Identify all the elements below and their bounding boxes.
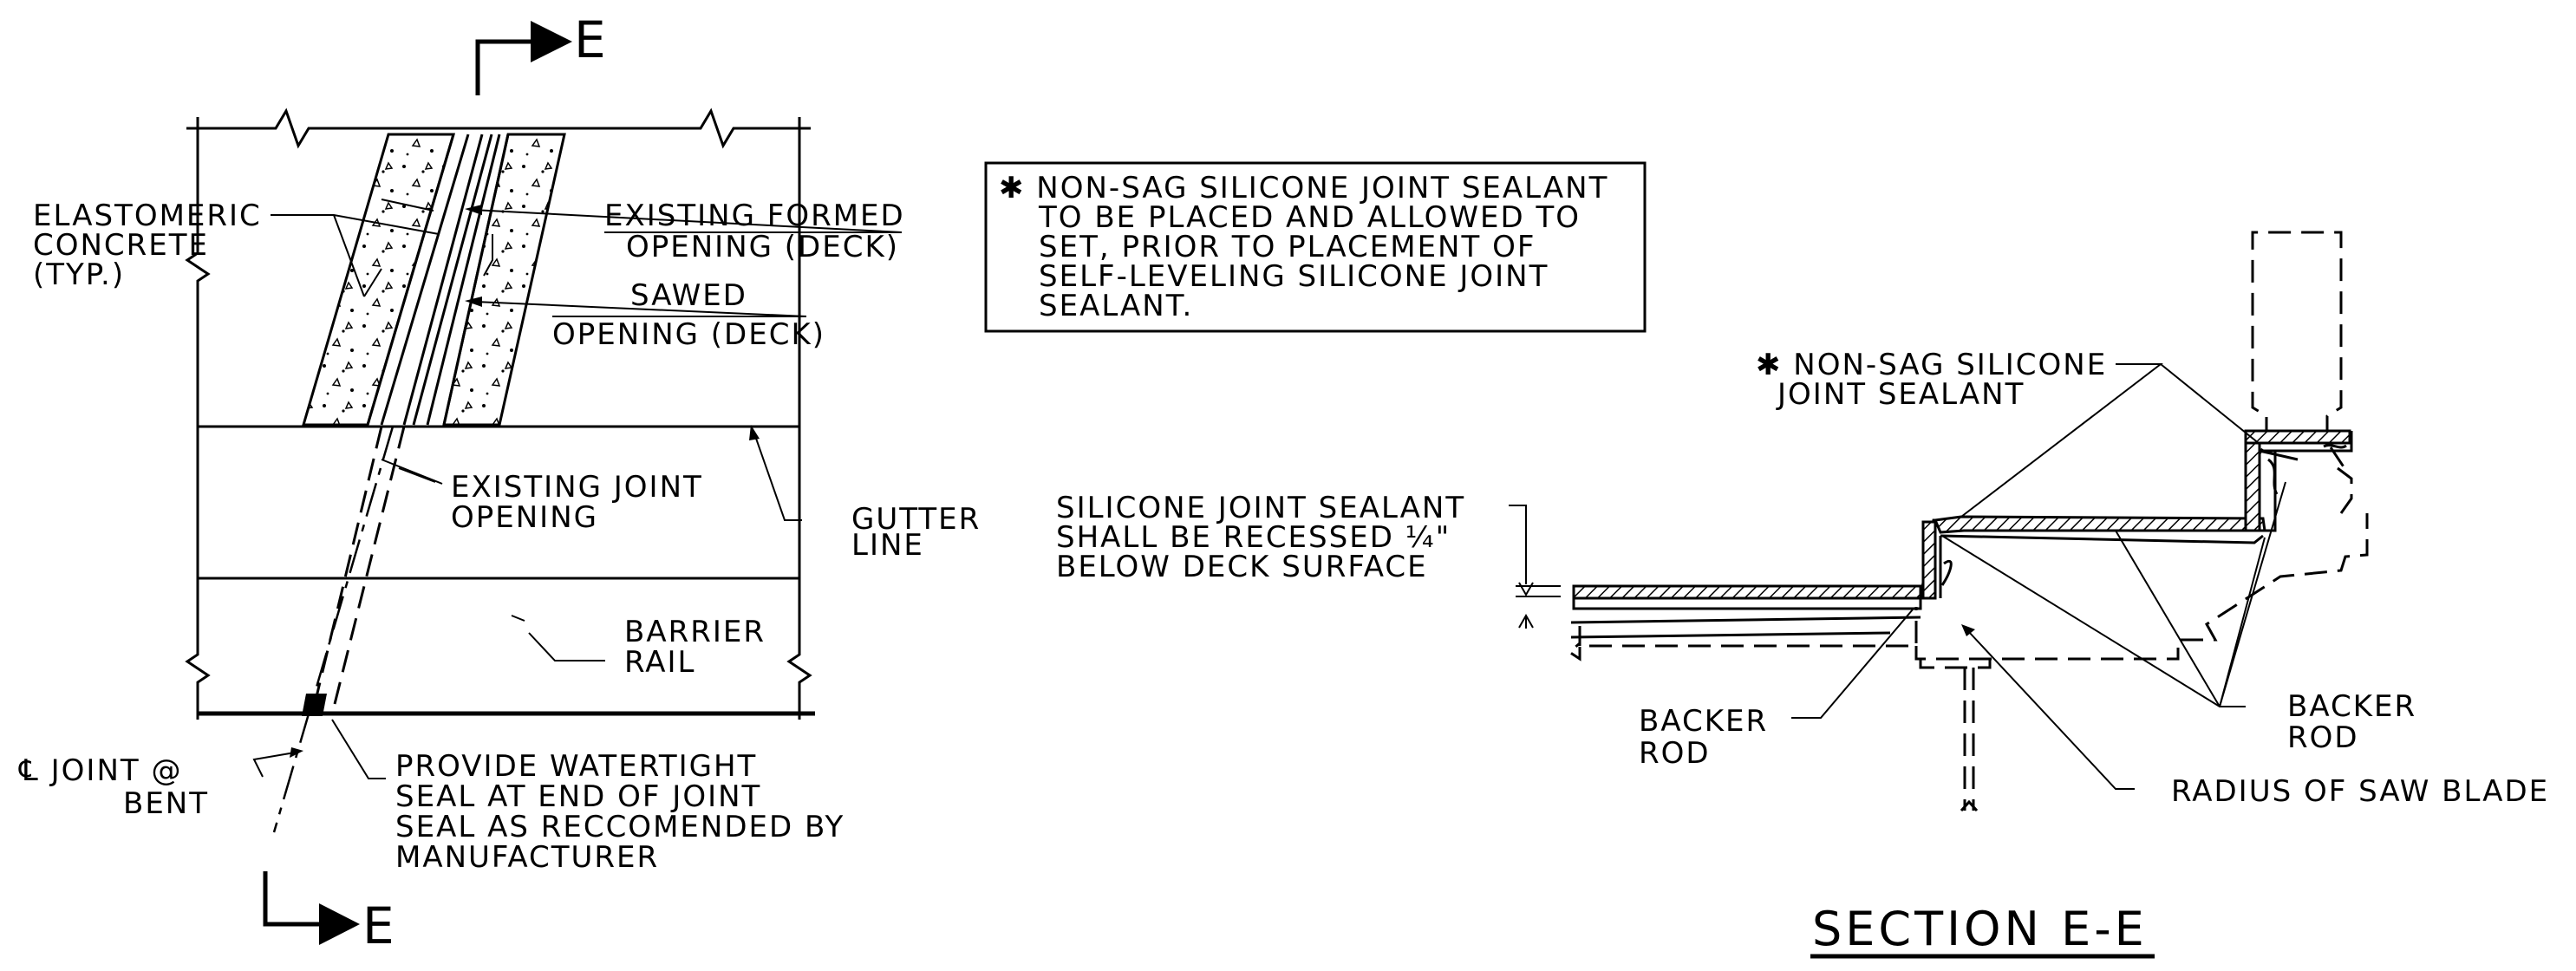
section-title: SECTION E-E [1812,902,2148,956]
label-joint-at-bent-1: ℄ JOINT @ [18,753,182,788]
note-line-4: SELF-LEVELING SILICONE JOINT [1039,259,1549,294]
note-line-5: SEALANT. [1039,289,1193,323]
plan-labels: ELASTOMERIC CONCRETE (TYP.) EXISTING FOR… [18,199,981,875]
label-recessed-3: BELOW DECK SURFACE [1056,550,1428,584]
label-watertight-1: PROVIDE WATERTIGHT [395,749,757,784]
label-existing-formed-1: EXISTING FORMED [604,199,905,233]
note-line-3: SET, PRIOR TO PLACEMENT OF [1039,230,1536,264]
section-marker-top-letter: E [574,10,606,69]
label-backer-left-1: BACKER [1639,704,1768,739]
label-watertight-4: MANUFACTURER [395,840,659,875]
label-existing-joint-1: EXISTING JOINT [451,470,703,505]
label-barrier-2: RAIL [624,645,695,680]
label-backer-right-1: BACKER [2287,689,2416,724]
note-line-1: ✱ NON-SAG SILICONE JOINT SEALANT [999,171,1608,205]
label-joint-at-bent-2: BENT [123,786,209,821]
label-barrier-1: BARRIER [624,615,766,649]
label-nonsag-2: JOINT SEALANT [1776,377,2025,412]
section-labels: ✱ NON-SAG SILICONE JOINT SEALANT SILICON… [1056,348,2549,959]
label-sawed-2: OPENING (DECK) [552,317,825,352]
label-watertight-2: SEAL AT END OF JOINT [395,779,761,814]
label-backer-left-2: ROD [1639,736,1711,771]
label-nonsag-1: ✱ NON-SAG SILICONE [1756,348,2107,382]
label-elastomeric-2: CONCRETE [33,228,209,263]
label-gutter-1: GUTTER [851,502,981,537]
label-existing-formed-2: OPENING (DECK) [626,230,899,264]
label-elastomeric-1: ELASTOMERIC [33,199,262,233]
label-recessed-2: SHALL BE RECESSED ¼" [1056,520,1451,555]
label-elastomeric-3: (TYP.) [33,257,125,292]
note-line-2: TO BE PLACED AND ALLOWED TO [1038,200,1581,235]
label-existing-joint-2: OPENING [451,500,598,535]
label-radius-saw-blade: RADIUS OF SAW BLADE [2171,774,2549,809]
label-gutter-2: LINE [851,528,924,563]
label-recessed-1: SILICONE JOINT SEALANT [1056,491,1465,525]
section-marker-bottom-letter: E [362,896,395,955]
plan-view: E E [185,10,903,955]
section-view [1509,231,2369,812]
label-watertight-3: SEAL AS RECCOMENDED BY [395,810,845,844]
label-backer-right-2: ROD [2287,720,2359,755]
note-box: ✱ NON-SAG SILICONE JOINT SEALANT TO BE P… [984,161,1647,333]
label-sawed-1: SAWED [630,278,747,313]
